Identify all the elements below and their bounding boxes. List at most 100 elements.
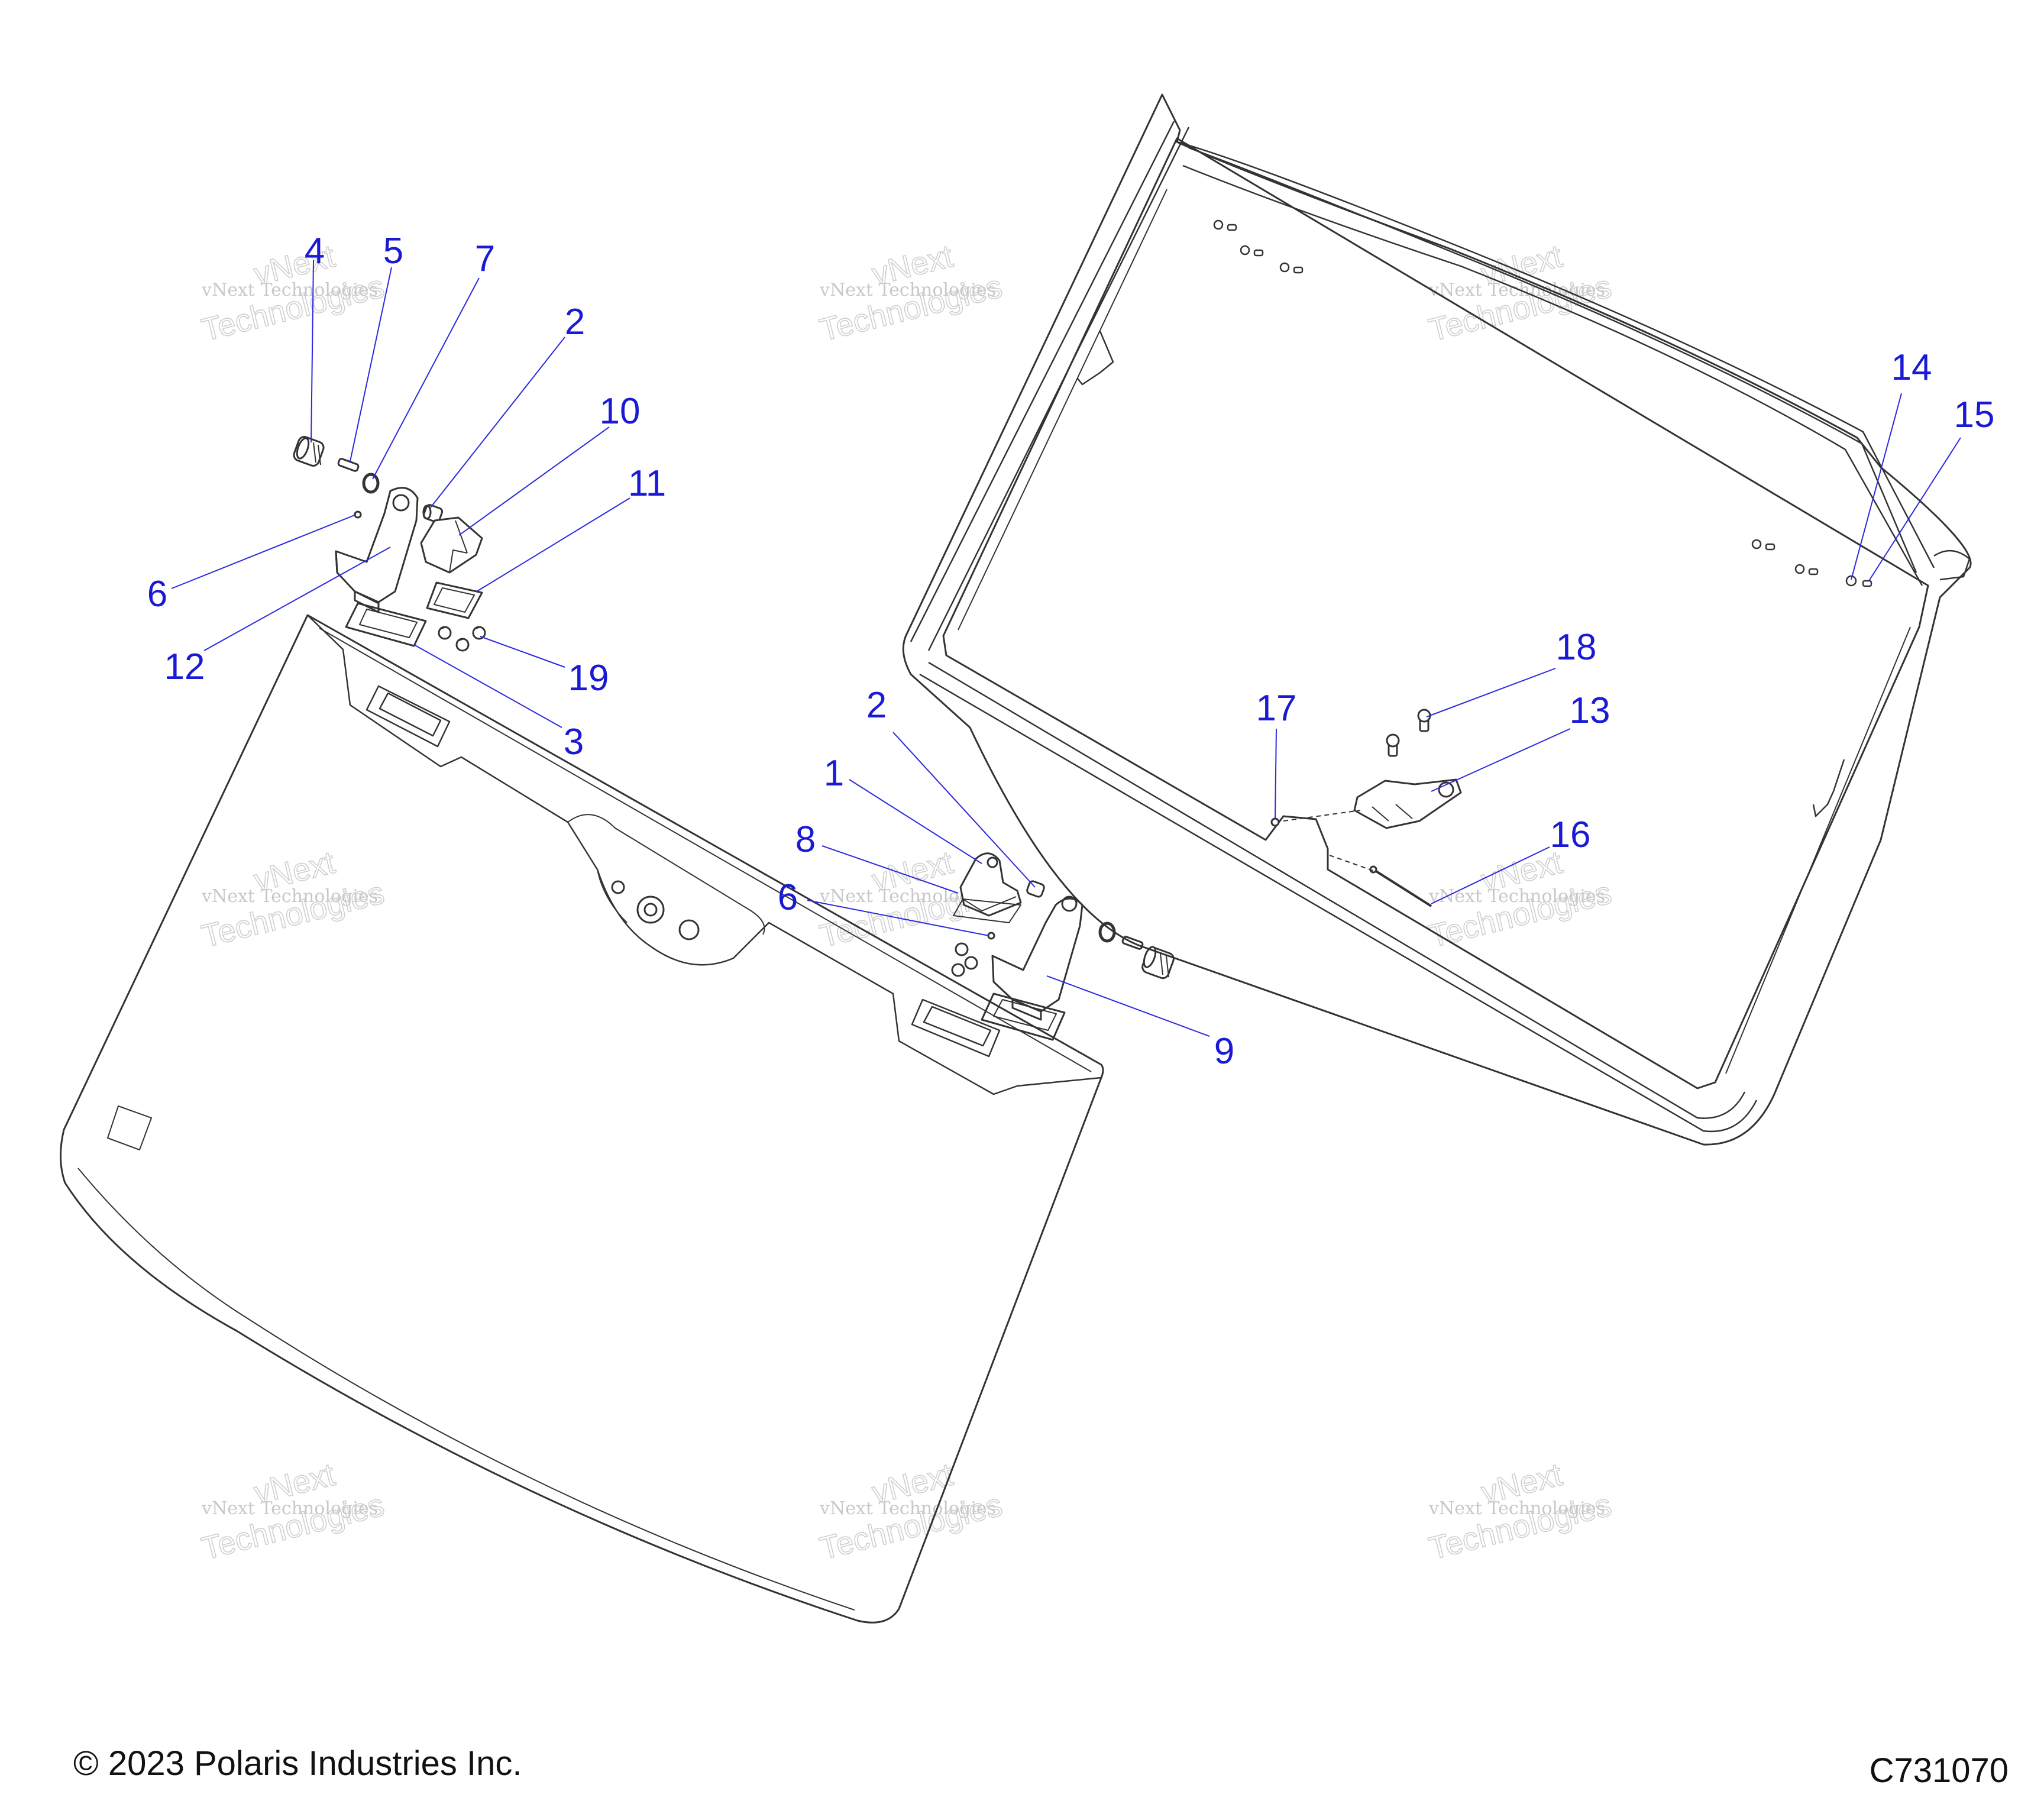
leader-line bbox=[203, 547, 391, 651]
leader-line bbox=[1431, 728, 1571, 792]
o-ring-center bbox=[1098, 922, 1116, 943]
seal-plate bbox=[426, 581, 483, 619]
pin bbox=[337, 458, 360, 472]
callouts: 4 5 7 2 10 11 6 12 19 3 2 1 8 6 9 14 15 … bbox=[147, 231, 1995, 1072]
leader-line bbox=[311, 260, 314, 443]
callout-number: 7 bbox=[475, 238, 495, 279]
latch-bracket bbox=[1353, 778, 1462, 829]
windshield-mount-pad bbox=[366, 685, 451, 748]
watermark-text: vNext Technologies bbox=[201, 1498, 378, 1519]
bushing bbox=[422, 504, 444, 523]
leader-lines bbox=[171, 260, 1961, 1037]
watermark-text: vNext Technologies bbox=[201, 886, 378, 907]
bushing-center bbox=[1026, 880, 1045, 898]
windshield-mount-pad bbox=[911, 998, 1001, 1058]
hinge-bracket-left bbox=[335, 487, 419, 613]
plug-knob bbox=[293, 436, 325, 467]
copyright-notice: © 2023 Polaris Industries Inc. bbox=[73, 1744, 522, 1783]
watermark-text: vNext Technologies bbox=[1428, 280, 1605, 300]
callout-number: 8 bbox=[795, 819, 816, 860]
callout-number: 2 bbox=[565, 302, 585, 342]
leader-line bbox=[1275, 728, 1277, 819]
o-ring bbox=[362, 473, 380, 494]
leader-line bbox=[171, 514, 357, 589]
watermark-text: vNext Technologies bbox=[201, 280, 378, 300]
frame-fastener-set-right bbox=[1751, 539, 1872, 587]
frame-latch-assembly bbox=[1270, 709, 1462, 907]
windshield-corner-sticker bbox=[107, 1105, 152, 1150]
hump-hole bbox=[636, 895, 665, 924]
glass-windshield bbox=[60, 614, 1104, 1624]
leader-line bbox=[458, 426, 610, 536]
leader-line bbox=[1431, 846, 1550, 904]
screw-set-left bbox=[438, 626, 486, 652]
callout-number: 14 bbox=[1891, 347, 1932, 388]
set-screw-center bbox=[987, 932, 995, 940]
leader-line bbox=[1046, 975, 1210, 1037]
leader-line bbox=[430, 337, 565, 508]
windshield-glass-inner-edge bbox=[77, 628, 1092, 1611]
watermark: vNext Technologies vNext Technologies bbox=[816, 238, 1006, 348]
leader-line bbox=[1851, 393, 1902, 580]
leader-line bbox=[1426, 668, 1556, 717]
watermark: vNext Technologies vNext Technologies bbox=[816, 1456, 1006, 1567]
left-hinge-assembly bbox=[293, 436, 486, 652]
callout-number: 6 bbox=[778, 877, 798, 918]
callout-number: 18 bbox=[1556, 627, 1597, 668]
windshield-center-hump bbox=[567, 814, 765, 935]
watermark: vNext Technologies vNext Technologies bbox=[198, 844, 388, 955]
frame-inner-opening bbox=[942, 137, 1929, 1089]
leader-line bbox=[413, 644, 562, 728]
callout-number: 1 bbox=[824, 753, 844, 794]
screw-set-center bbox=[951, 942, 978, 977]
leader-line bbox=[372, 277, 480, 480]
plug-knob-center bbox=[1141, 946, 1175, 979]
callout-number: 9 bbox=[1214, 1031, 1234, 1072]
leader-line bbox=[892, 732, 1036, 888]
callout-number: 2 bbox=[866, 685, 887, 726]
latch-dash-lines bbox=[1283, 810, 1379, 873]
windshield-glass-outline bbox=[60, 614, 1104, 1624]
callout-number: 16 bbox=[1550, 814, 1591, 855]
callout-number: 13 bbox=[1570, 690, 1610, 731]
callout-number: 6 bbox=[147, 574, 167, 615]
drawing-code: C731070 bbox=[1869, 1751, 2009, 1790]
gasket-left bbox=[345, 602, 427, 647]
leader-line bbox=[849, 779, 982, 864]
callout-number: 15 bbox=[1954, 395, 1995, 435]
callout-number: 5 bbox=[383, 231, 403, 271]
frame-inner-opening-2 bbox=[958, 189, 1911, 1074]
leader-line bbox=[807, 900, 989, 936]
hump-hole-inner bbox=[643, 903, 658, 917]
frame-side-post-right bbox=[1812, 759, 1845, 817]
watermark-text: vNext Technologies bbox=[1428, 1498, 1605, 1519]
leader-line bbox=[350, 267, 392, 462]
small-fastener bbox=[1270, 817, 1280, 827]
callout-number: 17 bbox=[1256, 688, 1297, 729]
watermark-text: vNext Technologies bbox=[819, 1498, 996, 1519]
bolt-pair bbox=[1386, 709, 1431, 757]
frame-side-post-left bbox=[1077, 331, 1114, 386]
watermarks: vNext Technologies vNext Technologies vN… bbox=[198, 238, 1615, 1567]
frame-outer-edge bbox=[902, 93, 1972, 1146]
callout-number: 3 bbox=[564, 722, 584, 762]
callout-number: 12 bbox=[164, 646, 205, 687]
watermark-text: vNext Technologies bbox=[819, 280, 996, 300]
watermark: vNext Technologies vNext Technologies bbox=[198, 1456, 388, 1567]
leader-line bbox=[822, 845, 959, 894]
gasket-center bbox=[981, 992, 1066, 1041]
leader-line bbox=[1868, 437, 1961, 581]
frame-fastener-set-top bbox=[1213, 219, 1304, 274]
watermark: vNext Technologies vNext Technologies bbox=[198, 238, 388, 348]
hinge-bracket-center bbox=[991, 895, 1084, 1021]
callout-number: 11 bbox=[628, 463, 666, 504]
callout-number: 19 bbox=[568, 658, 609, 699]
frame-top-rail bbox=[1176, 141, 1935, 586]
windshield-frame bbox=[902, 93, 1972, 1146]
callout-number: 4 bbox=[305, 231, 325, 271]
callout-number: 10 bbox=[600, 391, 641, 432]
hump-hole bbox=[678, 919, 700, 940]
hump-hole bbox=[611, 880, 625, 894]
watermark: vNext Technologies vNext Technologies bbox=[1425, 1456, 1615, 1567]
